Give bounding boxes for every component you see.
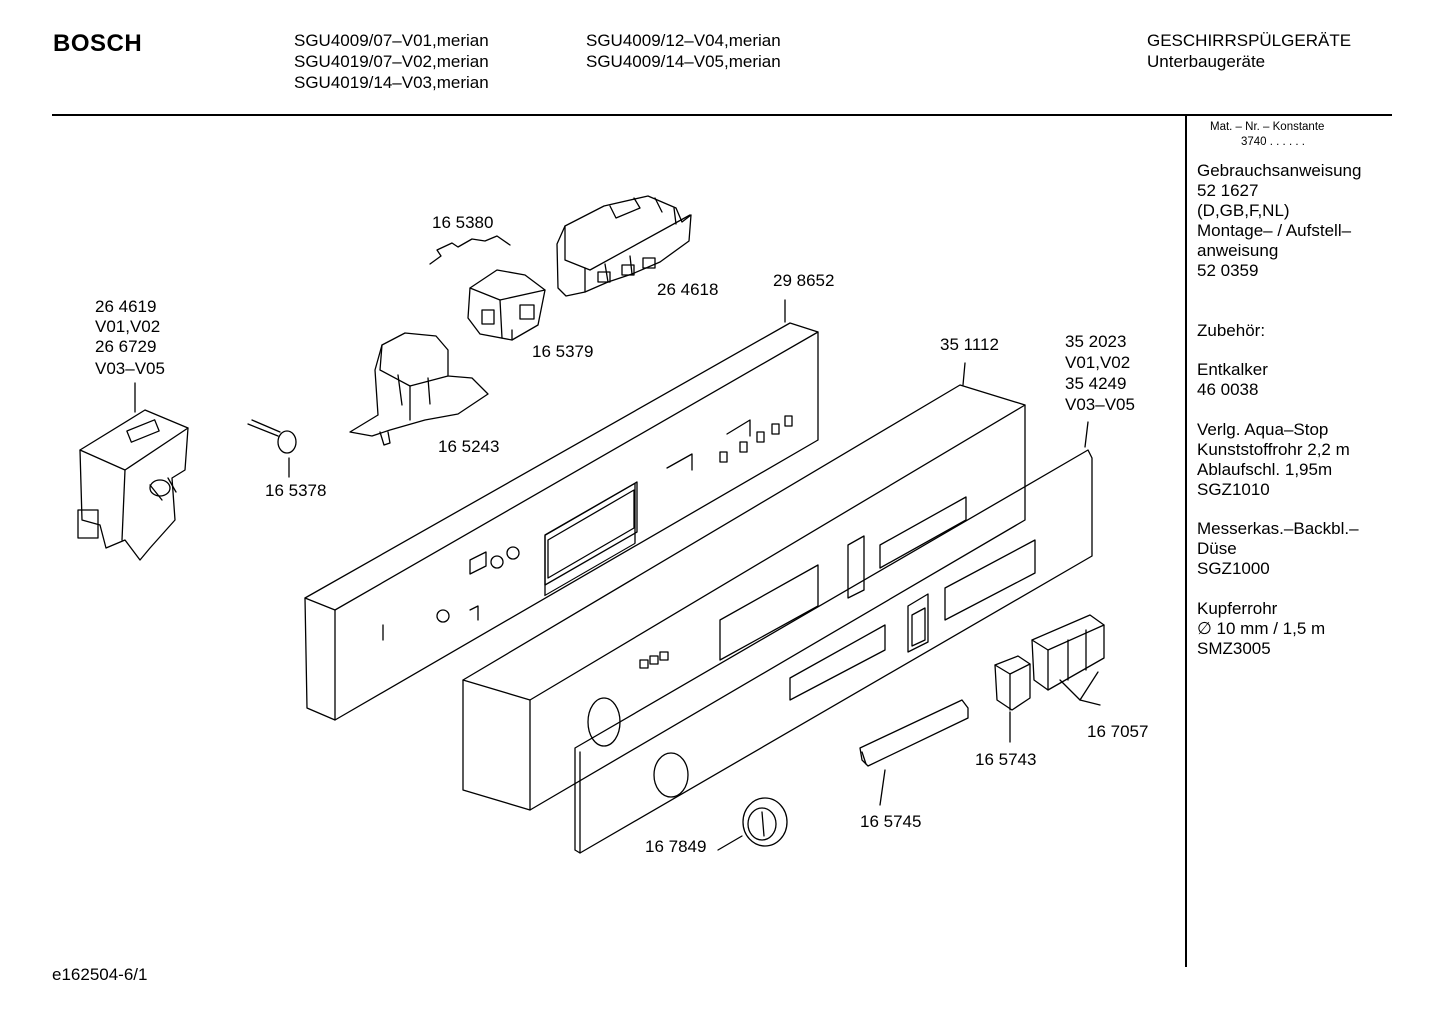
part-label-165380: 16 5380 [432,213,493,232]
control-module-part [77,409,189,561]
part-label-165243: 16 5243 [438,437,499,456]
part-label-167057: 16 7057 [1087,722,1148,741]
leader-line [1084,421,1089,448]
part-label-167849: 16 7849 [645,837,706,856]
part-label-165743: 16 5743 [975,750,1036,769]
sidebar-line: anweisung [1197,241,1279,260]
part-label-352023-line2: V01,V02 [1065,353,1130,372]
leader-line [879,769,886,806]
mat-nr-label: Mat. – Nr. – Konstante [1210,121,1325,133]
category-main: GESCHIRRSPÜLGERÄTE [1147,31,1352,50]
sidebar-line: Messerkas.–Backbl.– [1197,519,1359,538]
leader-line [1059,671,1099,701]
part-label-298652: 29 8652 [773,271,834,290]
part-label-165378: 16 5378 [265,481,326,500]
accessories-title: Zubehör: [1197,321,1266,340]
indicator-bar-part [859,699,969,767]
bracket-part [349,332,489,446]
sidebar-line: SMZ3005 [1197,639,1271,658]
cutlery-block: Messerkas.–Backbl.– Düse SGZ1000 [1197,519,1359,579]
sidebar-line: 46 0038 [1197,380,1259,399]
sidebar-line: Entkalker [1197,360,1268,379]
sidebar-divider [1185,115,1187,967]
sidebar-line: SGZ1000 [1197,559,1270,578]
aquastop-block: Verlg. Aqua–Stop Kunststoffrohr 2,2 m Ab… [1197,420,1350,500]
sidebar-line: Verlg. Aqua–Stop [1197,420,1329,439]
model-item: SGU4009/12–V04,merian [586,31,781,50]
knob-part [742,797,788,847]
front-frame-part [462,384,1026,811]
model-list-2: SGU4009/12–V04,merian SGU4009/14–V05,mer… [586,30,781,72]
sidebar-line: Kupferrohr [1197,599,1278,618]
brand-logo: BOSCH [53,30,143,57]
lamp-part [247,419,297,454]
model-item: SGU4009/14–V05,merian [586,52,781,71]
part-label-352023-line3: 35 4249 [1065,374,1126,393]
sidebar-line: Montage– / Aufstell– [1197,221,1352,240]
sidebar-line: ∅ 10 mm / 1,5 m [1197,619,1326,638]
leader-line [1079,699,1101,706]
model-list-1: SGU4009/07–V01,merian SGU4019/07–V02,mer… [294,30,489,93]
front-cover-part [574,449,1093,854]
part-label-264619-line2: V01,V02 [95,317,160,336]
part-label-264619-line4: V03–V05 [95,359,165,378]
part-label-165745: 16 5745 [860,812,921,831]
model-item: SGU4019/14–V03,merian [294,73,489,92]
header-divider [52,114,1392,116]
category-sub: Unterbaugeräte [1147,52,1266,71]
sidebar-line: Düse [1197,539,1237,558]
descaler-block: Entkalker 46 0038 [1197,360,1268,400]
switch-module-part [556,195,692,297]
part-label-264619-line3: 26 6729 [95,337,156,356]
spring-wire-part [429,235,511,265]
mat-nr-value: 3740 . . . . . . [1241,136,1305,148]
sidebar-line: SGZ1010 [1197,480,1270,499]
single-button-part [994,655,1031,711]
model-item: SGU4019/07–V02,merian [294,52,489,71]
triple-button-part [1031,614,1105,691]
model-item: SGU4009/07–V01,merian [294,31,489,50]
manual-block: Gebrauchsanweisung 52 1627 (D,GB,F,NL) M… [1197,161,1361,281]
part-label-264618: 26 4618 [657,280,718,299]
sidebar-line: Gebrauchsanweisung [1197,161,1362,180]
relay-block-part [467,269,546,341]
part-label-352023-line4: V03–V05 [1065,395,1135,414]
part-label-165379: 16 5379 [532,342,593,361]
copper-block: Kupferrohr ∅ 10 mm / 1,5 m SMZ3005 [1197,599,1325,659]
category-title: GESCHIRRSPÜLGERÄTE Unterbaugeräte [1147,30,1351,72]
sidebar-line: (D,GB,F,NL) [1197,201,1290,220]
drawing-code: e162504-6/1 [52,965,148,984]
back-panel-part [304,322,819,721]
leader-line [717,835,743,851]
part-label-264619-line1: 26 4619 [95,297,156,316]
leader-line [962,362,966,386]
part-label-352023-line1: 35 2023 [1065,332,1126,351]
sidebar-line: Kunststoffrohr 2,2 m [1197,440,1350,459]
part-label-351112: 35 1112 [940,335,999,354]
sidebar-line: Ablaufschl. 1,95m [1197,460,1333,479]
sidebar-line: 52 1627 [1197,181,1259,200]
sidebar-line: 52 0359 [1197,261,1259,280]
